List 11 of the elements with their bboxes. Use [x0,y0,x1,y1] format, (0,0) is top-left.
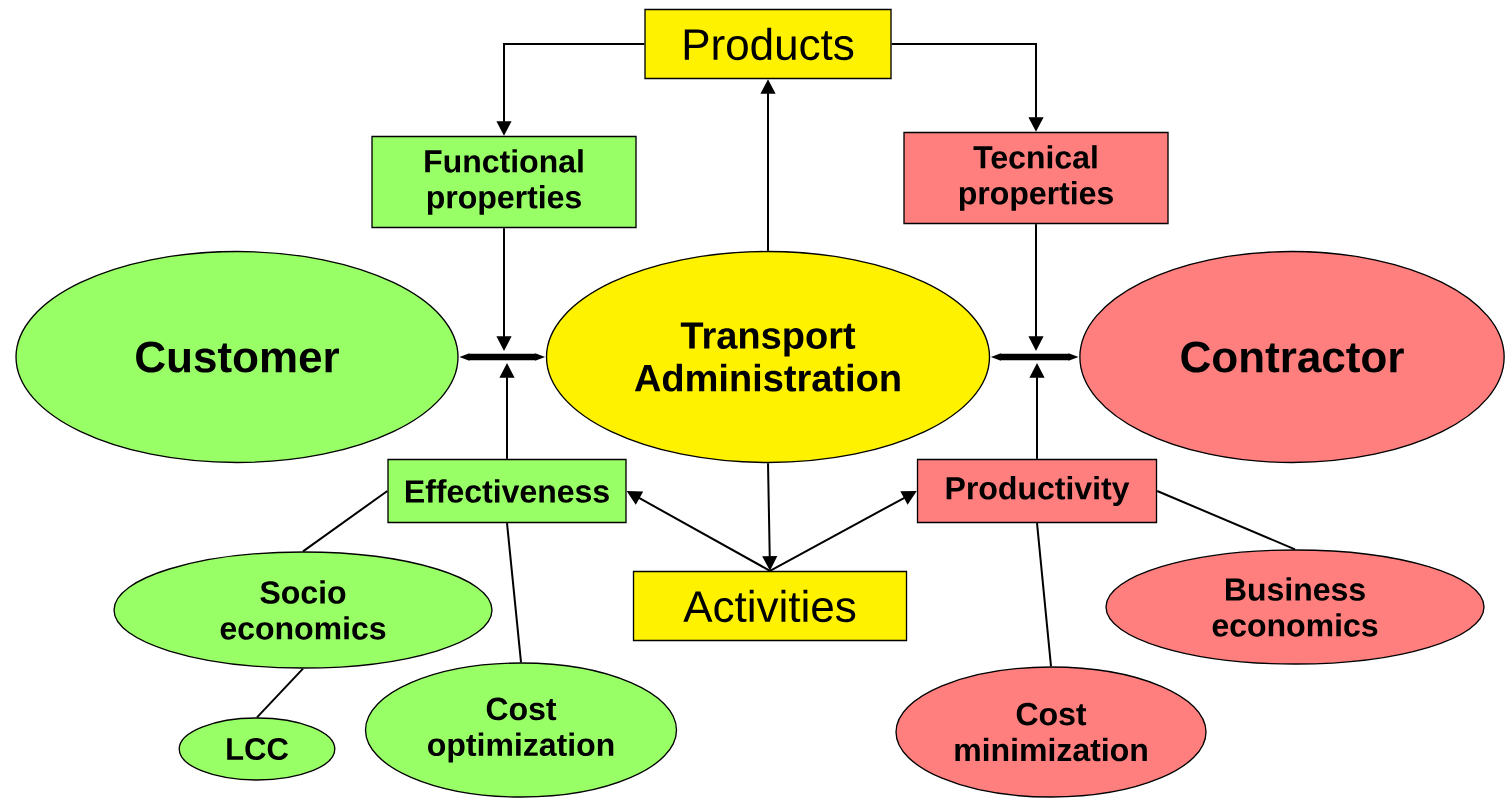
connector-line [506,522,522,664]
connector-line [256,667,304,719]
concept-box: Tecnical properties [903,131,1169,225]
concept-box: Products [644,8,892,80]
concept-box: Activities [632,570,908,642]
concept-box: Effectiveness [387,458,627,524]
concept-box: Productivity [916,458,1158,524]
connector-line [1156,490,1296,551]
concept-box: Functional properties [371,135,637,229]
connector-line [302,490,389,553]
connector-line [1036,522,1052,668]
